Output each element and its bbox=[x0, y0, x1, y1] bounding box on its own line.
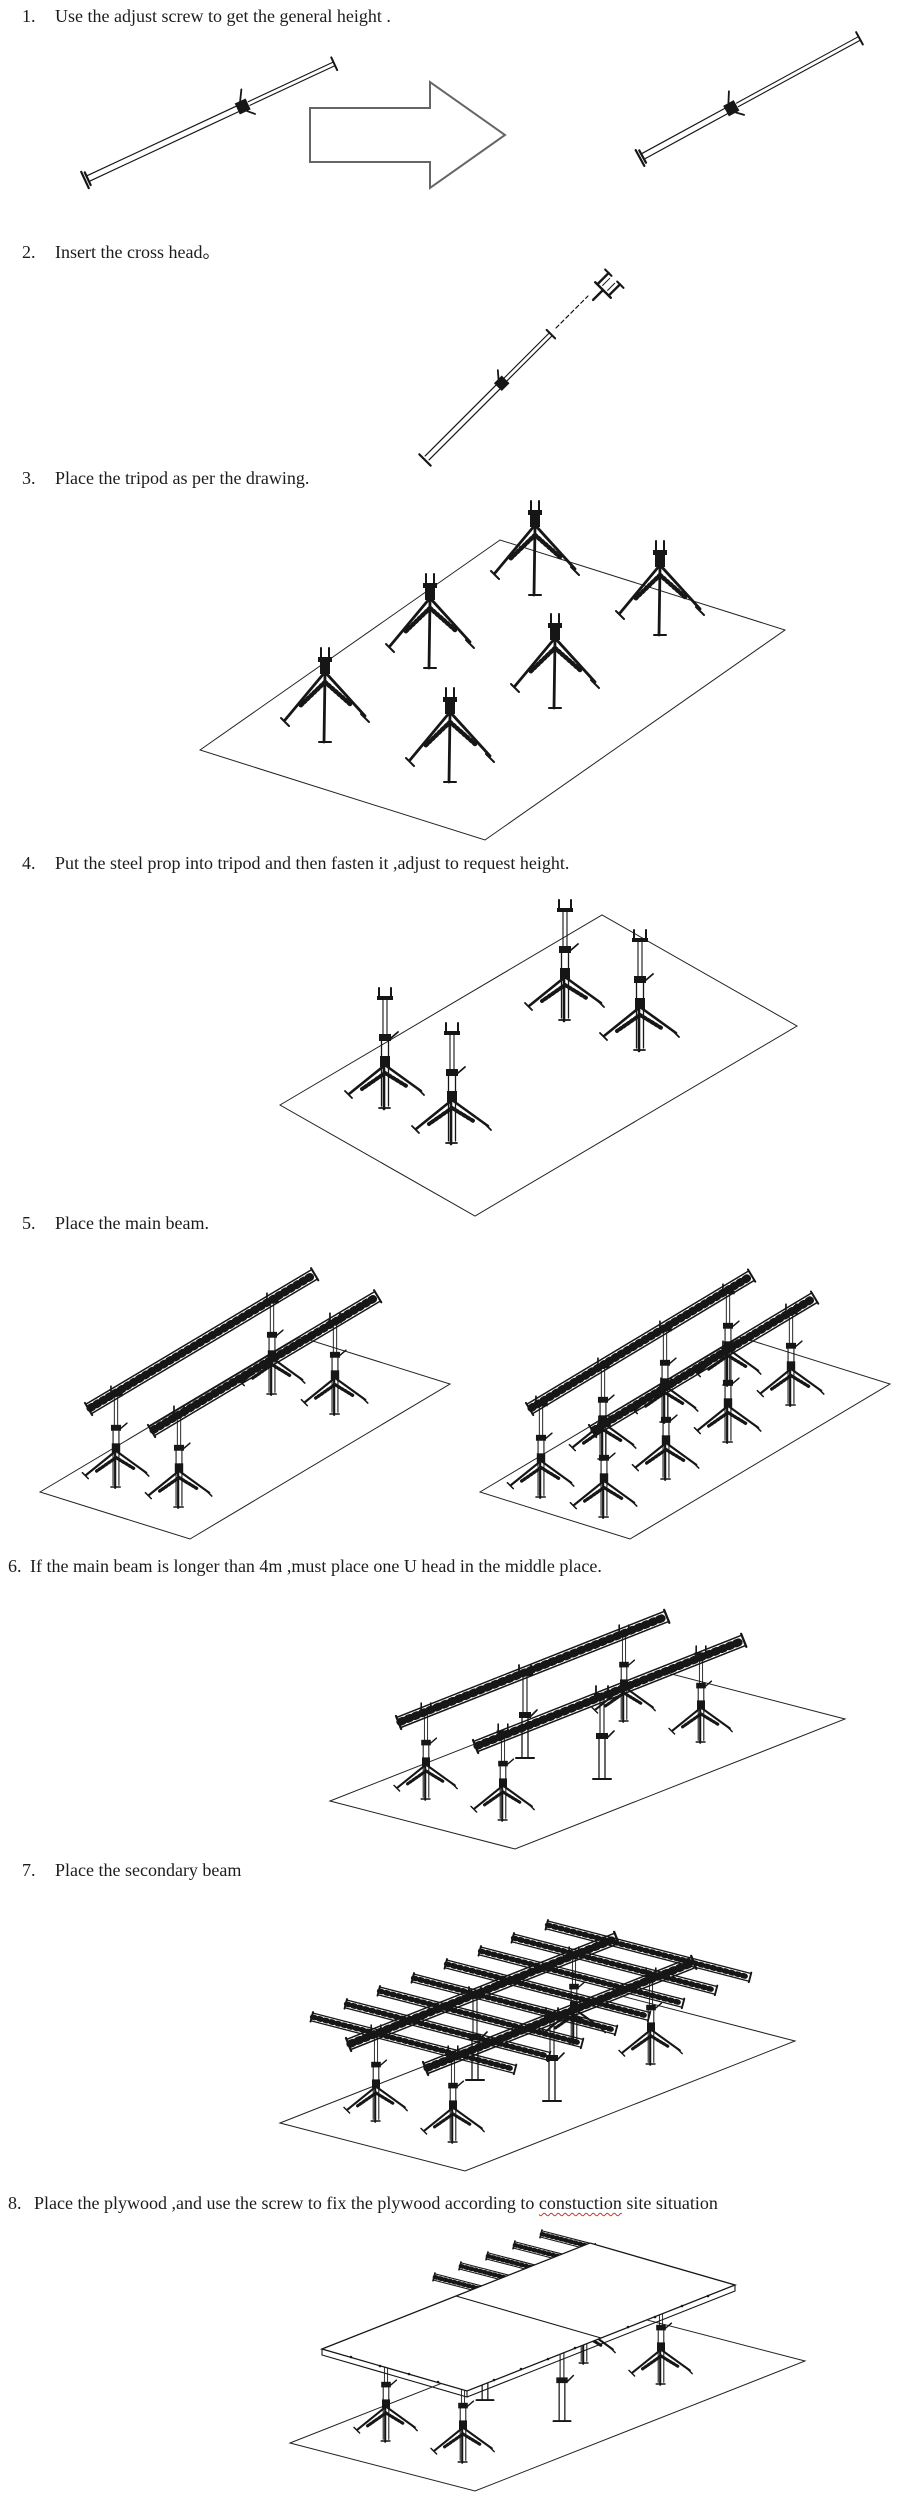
drawing-main-beam-8props bbox=[478, 1252, 892, 1540]
drawing-main-beam-4props bbox=[38, 1252, 452, 1540]
drawing-cross-head-insert bbox=[418, 268, 625, 467]
support-plane bbox=[279, 914, 798, 1217]
drawing-u-head-middle bbox=[328, 1606, 847, 1850]
drawing-plywood-deck bbox=[288, 2228, 807, 2492]
step-2: 2. Insert the cross head。 bbox=[22, 238, 220, 264]
step-7: 7. Place the secondary beam bbox=[22, 1860, 241, 1881]
figure-step-4-props-in-tripods bbox=[170, 898, 850, 1233]
step-8-text-before: Place the plywood ,and use the screw to … bbox=[34, 2193, 539, 2213]
steel-prop-extended bbox=[634, 31, 864, 168]
figure-step-5-main-beam-right bbox=[455, 1252, 900, 1547]
step-4-number: 4. bbox=[22, 853, 36, 873]
step-8-text-after: site situation bbox=[621, 2193, 718, 2213]
figure-step-1-height-adjust bbox=[35, 30, 875, 225]
figure-step-2-cross-head bbox=[360, 262, 690, 472]
figure-step-8-plywood bbox=[260, 2228, 840, 2493]
plywood-seam bbox=[455, 2295, 602, 2339]
step-1-number: 1. bbox=[22, 6, 36, 26]
step-7-text: Place the secondary beam bbox=[55, 1860, 242, 1880]
step-5-number: 5. bbox=[22, 1213, 36, 1233]
drawing-tripod-layout bbox=[198, 500, 787, 841]
figure-step-3-tripods bbox=[140, 500, 840, 845]
plywood-thickness-edge bbox=[321, 2284, 736, 2398]
step-5: 5. Place the main beam. bbox=[22, 1213, 209, 1234]
steel-prop bbox=[418, 328, 557, 467]
step-8-number: 8. bbox=[8, 2193, 22, 2213]
screw-marks bbox=[349, 2294, 710, 2384]
step-2-text: Insert the cross head。 bbox=[55, 242, 221, 262]
step-1-text: Use the adjust screw to get the general … bbox=[55, 6, 391, 26]
step-6-text: If the main beam is longer than 4m ,must… bbox=[30, 1556, 602, 1576]
support-plane bbox=[38, 1336, 452, 1540]
figure-step-5-main-beam-left bbox=[15, 1252, 465, 1547]
drawing-prop-adjust bbox=[80, 31, 864, 190]
plywood-panels bbox=[319, 2242, 738, 2398]
step-7-number: 7. bbox=[22, 1860, 36, 1880]
step-4: 4. Put the steel prop into tripod and the… bbox=[22, 853, 569, 874]
drawing-prop-tripod-assembly bbox=[279, 898, 798, 1217]
step-5-text: Place the main beam. bbox=[55, 1213, 209, 1233]
step-2-number: 2. bbox=[22, 242, 36, 262]
support-plane bbox=[278, 1992, 797, 2172]
step-8: 8. Place the plywood ,and use the screw t… bbox=[8, 2193, 718, 2214]
figure-step-6-u-head-middle bbox=[300, 1606, 880, 1851]
step-6: 6. If the main beam is longer than 4m ,mu… bbox=[8, 1556, 602, 1577]
cross-head bbox=[591, 268, 625, 302]
insert-guide-dashed-line bbox=[555, 295, 589, 329]
misspelled-word: constuction bbox=[538, 2193, 622, 2213]
step-8-text: Place the plywood ,and use the screw to … bbox=[34, 2193, 718, 2213]
step-1: 1. Use the adjust screw to get the genera… bbox=[22, 6, 391, 27]
step-3: 3. Place the tripod as per the drawing. bbox=[22, 468, 309, 489]
support-plane bbox=[328, 1670, 847, 1850]
step-3-number: 3. bbox=[22, 468, 36, 488]
drawing-secondary-beams bbox=[278, 1898, 797, 2172]
steel-prop-collapsed bbox=[80, 56, 339, 190]
transform-arrow-icon bbox=[309, 80, 507, 190]
figure-step-7-secondary-beam bbox=[250, 1898, 830, 2173]
step-3-text: Place the tripod as per the drawing. bbox=[55, 468, 310, 488]
step-6-number: 6. bbox=[8, 1556, 22, 1576]
support-plane bbox=[198, 539, 787, 841]
step-4-text: Put the steel prop into tripod and then … bbox=[55, 853, 570, 873]
